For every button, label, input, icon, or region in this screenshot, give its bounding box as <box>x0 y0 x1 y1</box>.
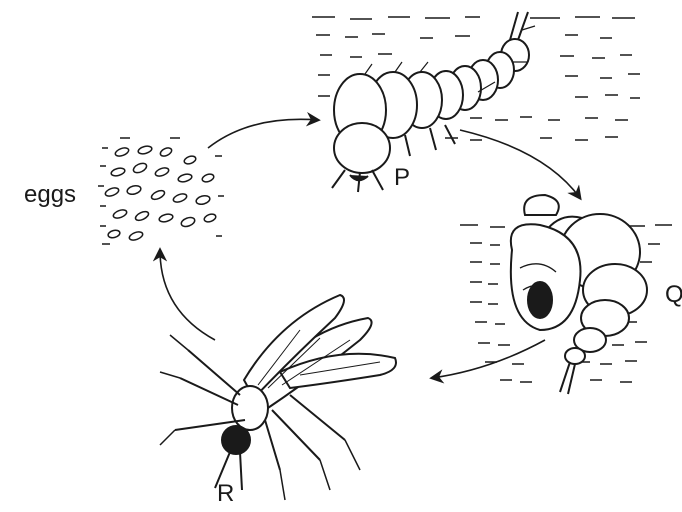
larva-icon <box>332 12 535 192</box>
adult-mosquito-icon <box>160 295 396 500</box>
label-r: R <box>217 482 234 506</box>
label-p: P <box>394 166 410 190</box>
pupa-icon <box>511 195 647 394</box>
label-eggs: eggs <box>24 183 76 207</box>
arrow-q-to-r <box>432 340 545 378</box>
arrow-eggs-to-p <box>208 119 318 148</box>
label-q: Q <box>665 283 682 307</box>
eggs-cluster-icon <box>98 138 224 244</box>
arrow-r-to-eggs <box>160 250 215 340</box>
